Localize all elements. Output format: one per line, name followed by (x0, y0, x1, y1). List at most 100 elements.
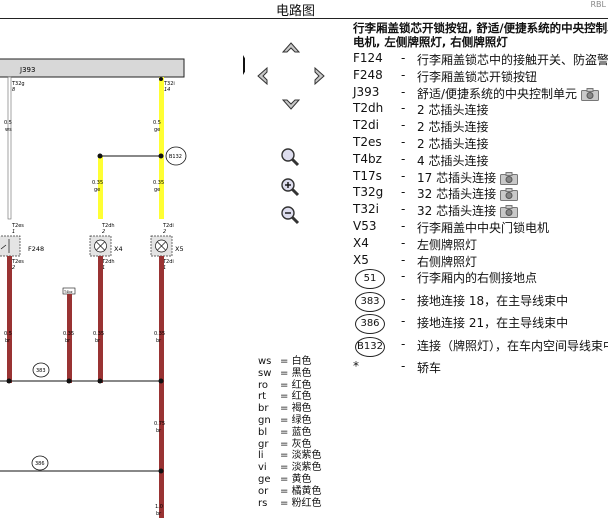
wire-ge3-color: ge (154, 187, 160, 193)
color-eq: = (280, 391, 292, 403)
color-code: vi (258, 462, 267, 474)
color-eq: = (280, 462, 292, 474)
legend-item: T4bz-4 芯插头连接 (353, 152, 608, 169)
legend-note: *-轿车 (353, 359, 608, 376)
legend-desc: 行李厢盖锁芯中的接触开关、防盗警报装置 (417, 53, 608, 67)
arrow-down-icon[interactable] (280, 90, 302, 112)
color-eq: = (280, 403, 292, 415)
t32g-pin-label: 8 (12, 87, 15, 93)
t32g-top-label: T32g (11, 81, 25, 87)
legend-dash: - (401, 336, 406, 351)
arrow-right-icon[interactable] (305, 65, 327, 87)
camera-icon[interactable] (500, 171, 519, 185)
j393-label: J393 (19, 66, 35, 74)
wire-ws-color: ws (5, 127, 12, 133)
color-legend-row: ws= 白色 (258, 356, 322, 368)
wire-br7-size: 1.0 (155, 504, 163, 510)
legend-code: T17s (353, 168, 382, 183)
wire-yellow-right (159, 77, 164, 219)
legend-item: X4-左侧牌照灯 (353, 236, 608, 253)
header-right-text: RBL (590, 0, 606, 9)
legend-desc: 2 芯插头连接 (417, 103, 489, 118)
color-eq: = (280, 356, 292, 367)
t32i-top-label: T32i (163, 81, 175, 87)
wire-brown-2 (67, 294, 72, 383)
color-name: 红色 (291, 391, 312, 403)
wire-br3-size: 0.35 (93, 331, 104, 337)
camera-icon[interactable] (500, 188, 519, 202)
legend-item: F248-行李厢盖锁芯开锁按钮 (353, 68, 608, 85)
legend-item: V53-行李厢盖中中央门锁电机 (353, 219, 608, 236)
legend-item: T2dh-2 芯插头连接 (353, 101, 608, 118)
color-eq: = (280, 473, 292, 485)
camera-icon[interactable] (581, 87, 600, 101)
legend-desc: 行李厢内的右侧接地点 (417, 271, 538, 286)
legend-code: F124 (353, 51, 383, 65)
t2di-bottom-pin: 1 (163, 265, 166, 271)
color-code: bl (258, 426, 268, 438)
legend-ground-item: 51-行李厢内的右侧接地点 (353, 269, 608, 292)
color-code: rt (258, 391, 267, 403)
color-eq: = (280, 438, 292, 450)
color-name: 黑色 (291, 367, 312, 379)
legend-dash: - (401, 218, 406, 233)
color-code: rs (258, 497, 268, 509)
legend-code: X5 (353, 252, 369, 267)
ground-point-circle: 383 (355, 291, 385, 312)
legend-code: V53 (353, 218, 377, 233)
wire-br3-color: br (95, 338, 101, 344)
color-name: 褐色 (291, 403, 312, 415)
legend-ground-item: 383-接地连接 18，在主导线束中 (353, 291, 608, 315)
color-legend-row: rs= 粉红色 (258, 498, 322, 510)
color-code: sw (258, 367, 272, 379)
color-legend-row: bl= 蓝色 (258, 427, 322, 439)
wire-ge1-color: ge (154, 127, 160, 133)
arrow-left-icon[interactable] (255, 65, 277, 87)
color-legend-row: ge= 黄色 (258, 474, 322, 486)
legend-code: T2dh (353, 101, 384, 116)
legend-title-line1: 行李厢盖锁芯开锁按钮, 舒适/便捷系统的中央控制单元, 行李厢盖中央门锁 (353, 21, 608, 35)
color-eq: = (280, 414, 292, 426)
t2dh-pin: 2 (102, 229, 105, 235)
ground-383-circle (32, 362, 50, 378)
legend-dash: - (401, 84, 406, 99)
legend-dash: - (401, 185, 406, 200)
j393-control-unit (0, 58, 185, 78)
b132-label: B132 (169, 154, 182, 160)
legend-item: T17s-17 芯插头连接 (353, 169, 608, 186)
zoom-fit-icon[interactable] (279, 146, 301, 168)
legend-code: T2di (353, 118, 379, 133)
wire-ge3-size: 0.35 (153, 180, 164, 186)
zoom-out-icon[interactable] (279, 204, 301, 226)
zoom-in-icon[interactable] (279, 176, 301, 198)
color-legend-row: ro= 红色 (258, 380, 322, 392)
legend-item: T32i-32 芯插头连接 (353, 202, 608, 219)
legend-item: F124-行李厢盖锁芯中的接触开关、防盗警报装置 (353, 51, 608, 68)
arrow-up-icon[interactable] (280, 40, 302, 62)
legend-note-desc: 轿车 (417, 361, 442, 376)
t2di-pin: 2 (163, 229, 166, 235)
legend-item: T2es-2 芯插头连接 (353, 135, 608, 152)
camera-icon[interactable] (500, 205, 519, 219)
color-code: ws (258, 356, 272, 367)
legend-items: F124-行李厢盖锁芯中的接触开关、防盗警报装置F248-行李厢盖锁芯开锁按钮J… (353, 51, 608, 376)
wire-br2-size: 0.35 (63, 331, 74, 337)
t2es-pin: 1 (12, 229, 15, 235)
legend-code: T32i (353, 202, 379, 217)
page-title: 电路图 (276, 4, 316, 19)
legend-dash: - (401, 235, 406, 250)
color-legend-row: gr= 灰色 (258, 439, 322, 451)
t32i-pin-label: 14 (164, 87, 170, 93)
legend-desc: 2 芯插头连接 (417, 120, 489, 135)
wire-br1-size: 0.5 (4, 331, 12, 337)
color-code: or (258, 485, 269, 497)
color-code: li (258, 450, 264, 462)
x4-label: X4 (114, 245, 123, 253)
wire-ge1-size: 0.5 (153, 120, 161, 126)
color-eq: = (280, 497, 292, 509)
color-legend-row: gn= 绿色 (258, 415, 322, 427)
legend-desc: 接地连接 21，在主导线束中 (417, 316, 569, 331)
t2di-bottom-label: T2di (162, 259, 174, 265)
f248-switch (0, 235, 21, 257)
legend-desc: 32 芯插头连接 (417, 185, 608, 202)
